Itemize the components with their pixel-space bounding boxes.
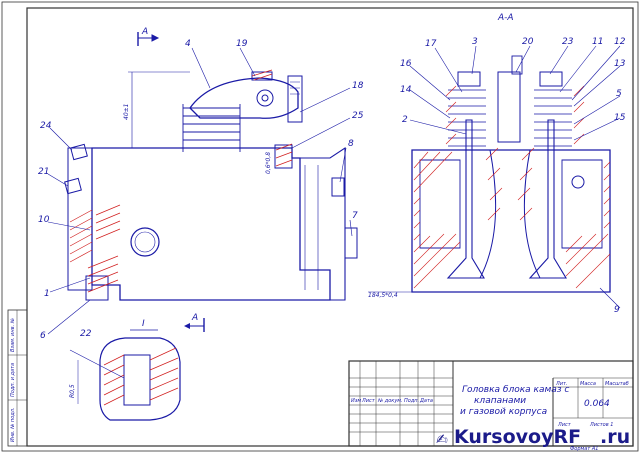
- height-dim-label: 40±1: [123, 104, 130, 120]
- tb-sheet: Лист: [557, 422, 572, 428]
- section-view-hatch: [413, 85, 611, 289]
- callout-1: 1: [44, 289, 50, 299]
- side-stamp: Взам. инв. № Подп. и дата Инв. № подл.: [7, 309, 28, 447]
- tb-header-izm: Изм: [351, 398, 361, 404]
- callout-13: 13: [614, 59, 626, 69]
- callout-25: 25: [352, 111, 364, 121]
- side-stamp-cell-2: Подп. и дата: [10, 363, 16, 397]
- side-stamp-cell-3: Инв. № подл.: [10, 408, 16, 443]
- callout-16: 16: [400, 59, 412, 69]
- left-view-hatch: [69, 69, 293, 293]
- callout-8: 8: [348, 139, 354, 149]
- title-line-3: и газовой корпуса: [460, 407, 547, 417]
- callout-7: 7: [352, 211, 358, 221]
- watermark-sub: .ru: [600, 426, 630, 448]
- callout-12: 12: [614, 37, 626, 47]
- gap-dim-label: 0,6*0,8: [265, 152, 272, 174]
- watermark-main: KursovoyRF: [454, 426, 581, 448]
- title-line-1: Головка блока камаз с: [462, 385, 569, 395]
- callout-24: 24: [40, 121, 52, 131]
- inner-frame: [26, 7, 634, 447]
- callout-9: 9: [614, 305, 620, 315]
- format-label: Формат А1: [570, 446, 598, 452]
- tb-header-date: Дата: [419, 398, 433, 404]
- doc-number: 0.064: [584, 399, 610, 409]
- tb-scale: Масштаб: [605, 381, 629, 387]
- callout-5: 5: [616, 89, 622, 99]
- section-mark-bottom: А: [191, 313, 198, 323]
- callout-6: 6: [40, 331, 46, 341]
- watermark: ✍ KursovoyRF .ru: [436, 426, 630, 448]
- watermark-icon: ✍: [436, 432, 448, 448]
- callout-2: 2: [402, 115, 408, 125]
- section-title: А-А: [497, 13, 514, 23]
- tb-header-doc: № докум.: [377, 398, 403, 404]
- detail-view: I 22 R0,5: [69, 319, 181, 421]
- callout-20: 20: [522, 37, 534, 47]
- detail-label: I: [142, 319, 145, 329]
- callout-19: 19: [236, 39, 248, 49]
- callout-3: 3: [472, 37, 478, 47]
- callout-14: 14: [400, 85, 412, 95]
- tb-lit: Лит.: [555, 381, 568, 387]
- section-marker-bottom: А А: [141, 27, 205, 332]
- left-view-callouts: 4 19 18 25 8 7 24 21 10 1 6 40±1 0,6*0,8: [38, 39, 364, 341]
- left-view: [64, 32, 358, 301]
- callout-10: 10: [38, 215, 50, 225]
- title-line-2: клапанами: [474, 396, 526, 406]
- tb-header-sign: Подп.: [404, 398, 419, 404]
- thread-dim-label: R0,5: [69, 384, 76, 398]
- section-view-callouts: 17 3 20 23 11 12 16 14 2 13 5 15 9 184,5…: [368, 37, 626, 315]
- callout-17: 17: [425, 39, 437, 49]
- title-block-text: Изм Лист № докум. Подп. Дата Головка бло…: [351, 381, 629, 452]
- section-view: А-А: [411, 13, 611, 293]
- callout-22: 22: [80, 329, 92, 339]
- tb-sheets: Листов 1: [589, 422, 613, 428]
- title-block: [348, 360, 634, 447]
- callout-18: 18: [352, 81, 364, 91]
- callout-4: 4: [185, 39, 191, 49]
- bottom-dim-label: 184,5*0,4: [368, 292, 398, 299]
- side-stamp-cell-1: Взам. инв. №: [10, 318, 16, 352]
- callout-15: 15: [614, 113, 626, 123]
- callout-11: 11: [592, 37, 603, 47]
- tb-header-list: Лист: [361, 398, 376, 404]
- section-mark-top: А: [141, 27, 148, 37]
- callout-21: 21: [38, 167, 49, 177]
- tb-mass: Масса: [580, 381, 596, 387]
- callout-23: 23: [562, 37, 574, 47]
